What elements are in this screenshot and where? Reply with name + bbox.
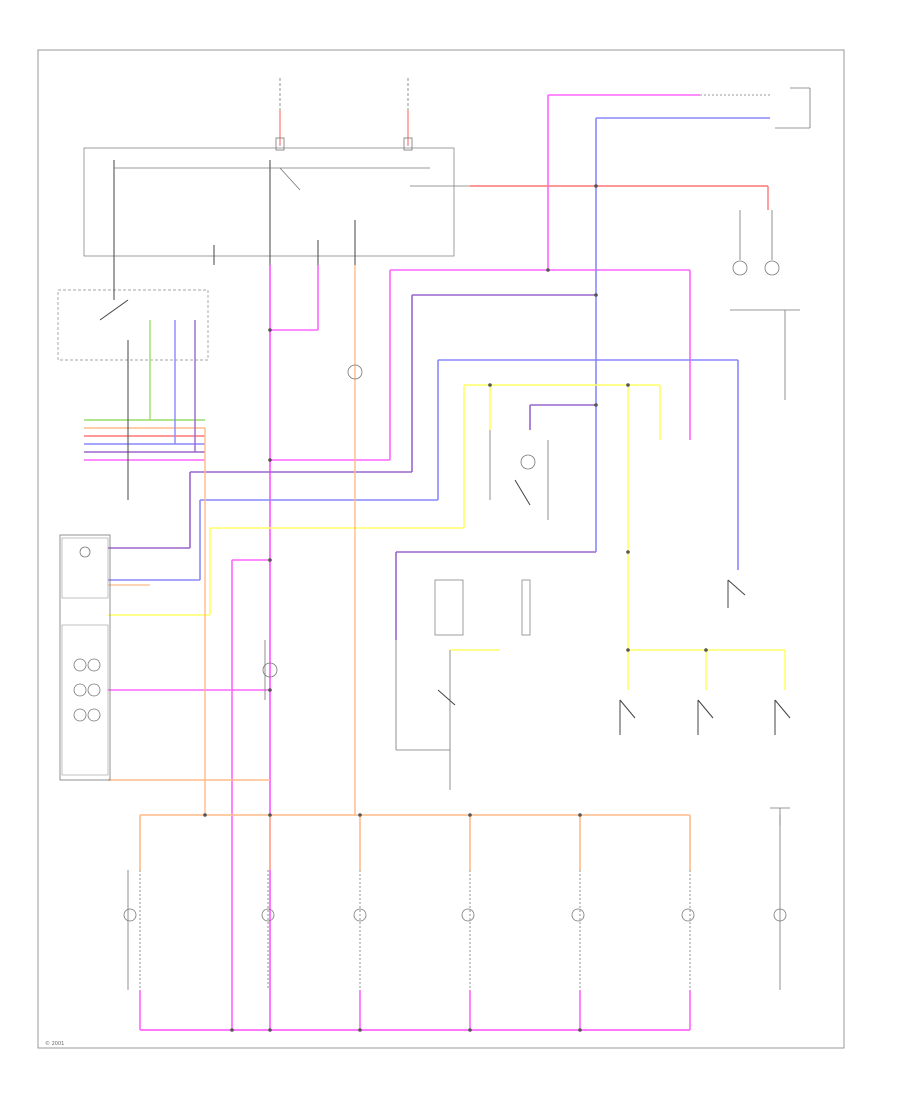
diagram-border	[37, 49, 845, 1049]
combination-meter	[59, 534, 111, 781]
illumination-control	[262, 364, 363, 700]
blue-wires	[108, 117, 739, 581]
junction-dots	[203, 184, 708, 1032]
yellow-wires	[108, 384, 786, 690]
red-wires	[470, 185, 769, 210]
fuse-box	[83, 78, 470, 265]
headlight-switch	[57, 265, 209, 500]
illumination-lamps	[123, 807, 790, 990]
pink-wires	[108, 94, 700, 1031]
middle-components	[395, 430, 549, 790]
door-switches	[619, 579, 791, 735]
violet-wires	[108, 294, 596, 640]
orange-wires	[108, 265, 691, 870]
footer-label: © 2001	[45, 1040, 64, 1047]
clock-lamps	[700, 87, 811, 400]
